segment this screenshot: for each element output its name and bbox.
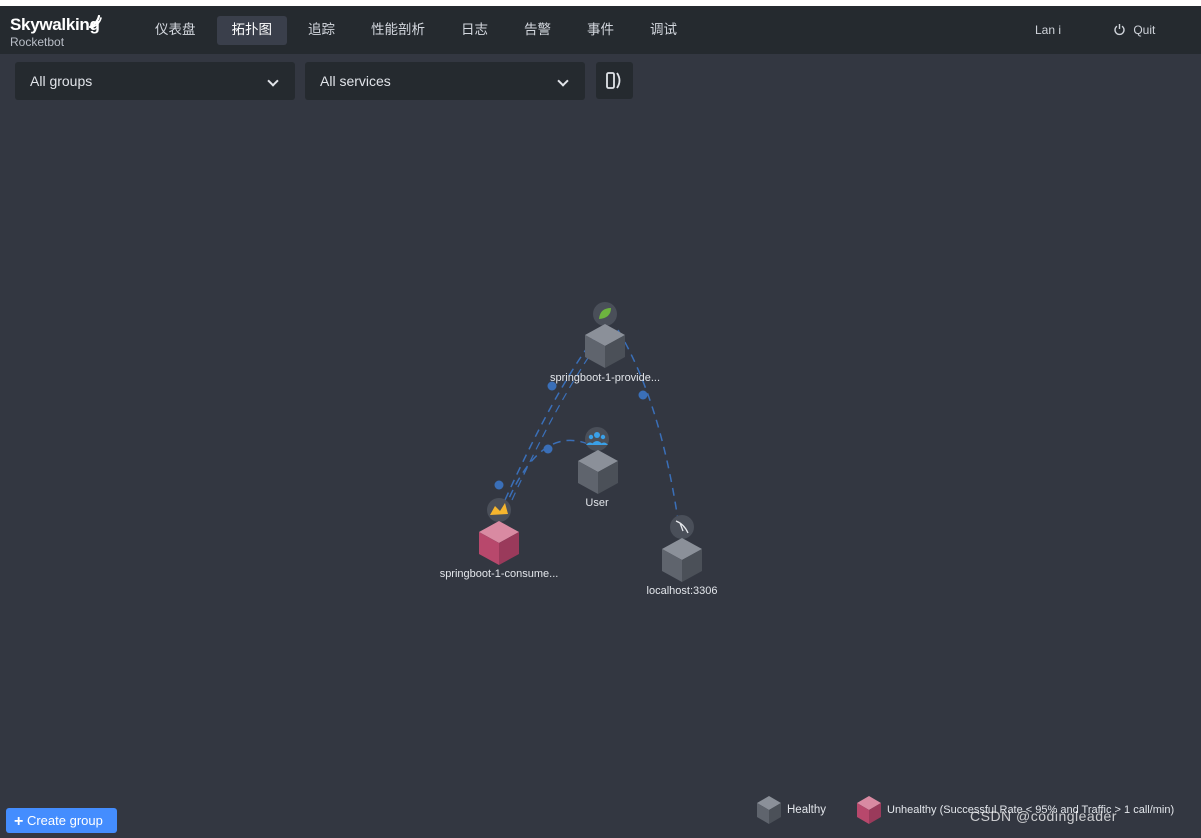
topology-edges	[494, 329, 679, 521]
logout-button[interactable]: Quit	[1113, 23, 1155, 43]
power-icon	[1114, 24, 1125, 36]
healthy-cube-icon	[757, 796, 781, 824]
legend-unhealthy-label: Unhealthy (Successful Rate < 95% and Tra…	[887, 804, 1175, 816]
legend-healthy-label: Healthy	[787, 804, 826, 816]
language-label: Lan i	[1035, 23, 1062, 37]
nav-dashboard[interactable]: 仪表盘	[155, 22, 196, 38]
spring-leaf-icon	[599, 308, 611, 319]
service-select[interactable]: All services	[305, 62, 585, 100]
nav-event[interactable]: 事件	[587, 22, 614, 38]
window-top-strip	[0, 0, 1201, 6]
nav-alarm[interactable]: 告警	[524, 22, 551, 38]
edge-marker[interactable]	[494, 480, 504, 490]
create-group-button[interactable]: + Create group	[6, 808, 117, 833]
node-label-consumer: springboot-1-consume...	[439, 568, 559, 580]
node-consumer[interactable]	[479, 498, 519, 565]
nav-profile[interactable]: 性能剖析	[371, 22, 425, 38]
group-select-value: All groups	[30, 73, 93, 89]
brand-name: Skywalking	[10, 15, 100, 34]
nav-log[interactable]: 日志	[461, 22, 488, 38]
nav-debug[interactable]: 调试	[650, 22, 677, 38]
csdn-watermark: CSDN @codingleader	[970, 808, 1117, 824]
node-label-provider: springboot-1-provide...	[549, 372, 661, 384]
node-label-user: User	[585, 497, 609, 509]
service-select-value: All services	[320, 73, 391, 89]
tomcat-icon	[490, 503, 508, 515]
create-group-label: Create group	[26, 813, 103, 828]
node-mysql[interactable]	[662, 515, 702, 582]
mysql-icon	[675, 520, 689, 534]
unhealthy-cube-icon	[857, 796, 881, 824]
chevron-down-icon	[557, 75, 569, 87]
node-user[interactable]	[578, 427, 618, 494]
topology-legend: Healthy Unhealthy (Successful Rate < 95%…	[757, 796, 1197, 824]
node-provider[interactable]	[585, 302, 625, 368]
app-logo[interactable]: Skywalking Rocketbot	[10, 15, 102, 49]
topology-canvas[interactable]	[0, 105, 1201, 795]
edge-provider-mysql[interactable]	[617, 329, 679, 521]
brand-subtitle: Rocketbot	[10, 35, 65, 49]
nav-trace[interactable]: 追踪	[308, 22, 335, 38]
panel-toggle-icon	[606, 72, 621, 89]
edge-marker[interactable]	[547, 381, 557, 391]
logout-label: Quit	[1133, 23, 1156, 37]
nav-topology[interactable]: 拓扑图	[216, 16, 287, 45]
edge-user-consumer[interactable]	[505, 439, 589, 506]
edge-marker[interactable]	[638, 390, 648, 400]
group-select[interactable]: All groups	[15, 62, 295, 100]
logo-swoosh-icon	[88, 15, 102, 29]
users-icon	[586, 432, 608, 445]
edge-marker[interactable]	[543, 444, 553, 454]
chevron-down-icon	[267, 75, 279, 87]
plus-icon: +	[14, 813, 24, 830]
language-switch[interactable]: Lan i	[1035, 23, 1061, 43]
users-icon-badge	[585, 427, 609, 451]
main-nav: 仪表盘 拓扑图 追踪 性能剖析 日志 告警 事件 调试	[140, 16, 698, 45]
top-navbar: Skywalking Rocketbot 仪表盘 拓扑图 追踪 性能剖析 日志 …	[0, 6, 1201, 54]
node-label-mysql: localhost:3306	[646, 585, 718, 597]
toggle-panel-button[interactable]	[596, 62, 633, 99]
